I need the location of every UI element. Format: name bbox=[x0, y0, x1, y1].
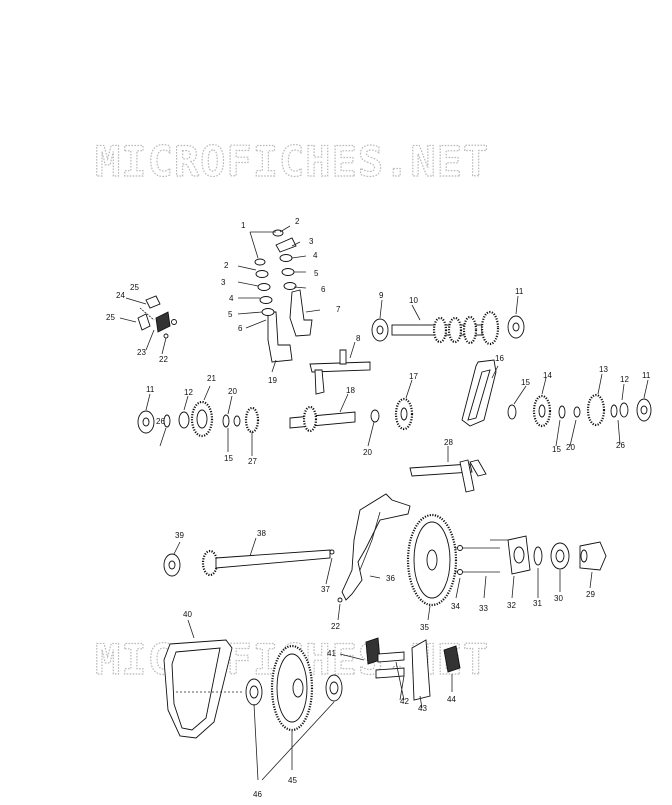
callout-26: 26 bbox=[156, 417, 165, 426]
callout-13: 13 bbox=[599, 365, 608, 374]
callout-2: 2 bbox=[224, 261, 229, 270]
cover-assembly bbox=[455, 535, 607, 599]
callout-32: 32 bbox=[507, 601, 516, 610]
belt-and-gear-assembly bbox=[163, 619, 343, 781]
output-shaft-assembly bbox=[163, 537, 343, 621]
callout-7: 7 bbox=[336, 305, 341, 314]
callout-25: 25 bbox=[106, 313, 115, 322]
callout-37: 37 bbox=[321, 585, 330, 594]
callout-43: 43 bbox=[418, 704, 427, 713]
callout-15: 15 bbox=[552, 445, 561, 454]
callout-20: 20 bbox=[228, 387, 237, 396]
callout-18: 18 bbox=[346, 386, 355, 395]
detent-bracket-assembly bbox=[119, 295, 177, 355]
callout-5: 5 bbox=[228, 310, 233, 319]
callout-15: 15 bbox=[521, 378, 530, 387]
callout-3: 3 bbox=[221, 278, 226, 287]
callout-23: 23 bbox=[137, 348, 146, 357]
callout-30: 30 bbox=[554, 594, 563, 603]
callout-19: 19 bbox=[268, 376, 277, 385]
callout-42: 42 bbox=[400, 697, 409, 706]
callout-16: 16 bbox=[495, 354, 504, 363]
callout-12: 12 bbox=[184, 388, 193, 397]
shift-fork-8 bbox=[309, 341, 371, 395]
callout-3: 3 bbox=[309, 237, 314, 246]
upper-shaft-assembly bbox=[371, 295, 525, 346]
watermark-top: MICROFICHES.NET bbox=[95, 137, 489, 186]
callout-24: 24 bbox=[116, 291, 125, 300]
callout-1: 1 bbox=[241, 221, 246, 230]
callout-22: 22 bbox=[331, 622, 340, 631]
callout-14: 14 bbox=[543, 371, 552, 380]
callout-11: 11 bbox=[515, 287, 524, 296]
callout-26: 26 bbox=[616, 441, 625, 450]
callout-8: 8 bbox=[356, 334, 361, 343]
lever-assembly-41-44 bbox=[339, 637, 461, 709]
callout-labels: 1 2 2 3 3 4 4 5 5 6 6 7 8 9 10 11 11 11 … bbox=[106, 217, 651, 799]
callout-12: 12 bbox=[620, 375, 629, 384]
callout-33: 33 bbox=[479, 604, 488, 613]
callout-29: 29 bbox=[586, 590, 595, 599]
callout-11: 11 bbox=[146, 385, 155, 394]
callout-45: 45 bbox=[288, 776, 297, 785]
large-gear-35 bbox=[406, 513, 458, 621]
right-cluster-assembly bbox=[461, 359, 652, 447]
callout-39: 39 bbox=[175, 531, 184, 540]
callout-20: 20 bbox=[566, 443, 575, 452]
shift-shaft-assembly bbox=[237, 225, 321, 373]
callout-40: 40 bbox=[183, 610, 192, 619]
callout-44: 44 bbox=[447, 695, 456, 704]
callout-41: 41 bbox=[327, 649, 336, 658]
bracket-plate-36 bbox=[341, 493, 411, 601]
callout-5: 5 bbox=[314, 269, 319, 278]
callout-10: 10 bbox=[409, 296, 418, 305]
callout-38: 38 bbox=[257, 529, 266, 538]
callout-21: 21 bbox=[207, 374, 216, 383]
callout-11: 11 bbox=[642, 371, 651, 380]
callout-4: 4 bbox=[229, 294, 234, 303]
callout-35: 35 bbox=[420, 623, 429, 632]
callout-17: 17 bbox=[409, 372, 418, 381]
callout-27: 27 bbox=[248, 457, 257, 466]
callout-20: 20 bbox=[363, 448, 372, 457]
middle-shaft-assembly bbox=[137, 379, 414, 456]
callout-2: 2 bbox=[295, 217, 300, 226]
callout-34: 34 bbox=[451, 602, 460, 611]
callout-36: 36 bbox=[386, 574, 395, 583]
callout-31: 31 bbox=[533, 599, 542, 608]
callout-46: 46 bbox=[253, 790, 262, 799]
shift-rod-28 bbox=[409, 446, 487, 493]
callout-15: 15 bbox=[224, 454, 233, 463]
callout-28: 28 bbox=[444, 438, 453, 447]
callout-4: 4 bbox=[313, 251, 318, 260]
callout-25: 25 bbox=[130, 283, 139, 292]
callout-6: 6 bbox=[321, 285, 326, 294]
callout-6: 6 bbox=[238, 324, 243, 333]
callout-9: 9 bbox=[379, 291, 384, 300]
callout-22: 22 bbox=[159, 355, 168, 364]
